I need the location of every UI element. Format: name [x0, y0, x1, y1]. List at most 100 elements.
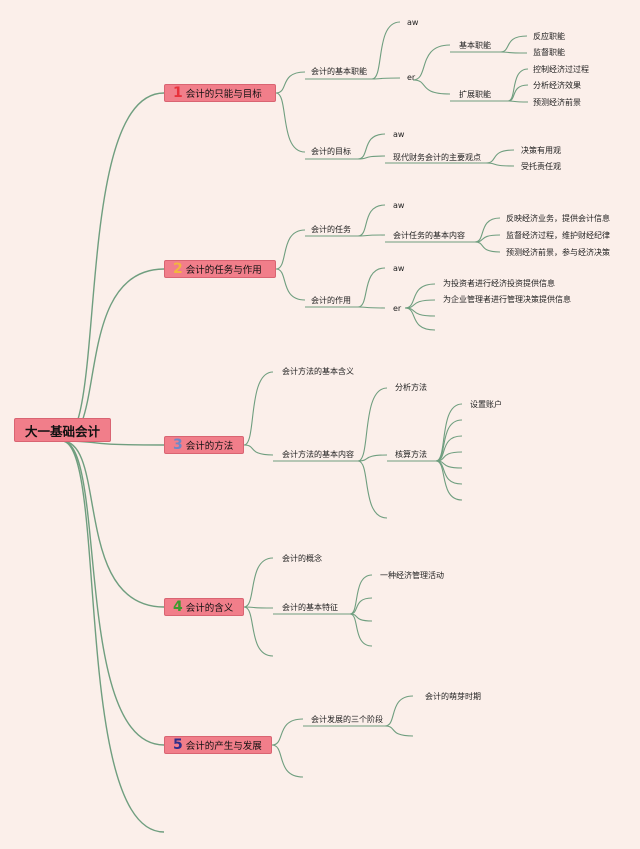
connector: [485, 162, 515, 167]
connector: [499, 35, 528, 53]
connector: [275, 268, 306, 301]
topic-number: 2: [173, 261, 183, 277]
connector: [371, 77, 401, 80]
connector: [412, 44, 451, 81]
node-label[interactable]: aw: [393, 201, 405, 210]
node-label[interactable]: 监督经济过程，维护财经纪律: [506, 231, 610, 240]
connector: [275, 229, 306, 270]
node-label[interactable]: 现代财务会计的主要观点: [393, 153, 481, 162]
node-label[interactable]: 为投资者进行经济投资提供信息: [443, 279, 555, 288]
connector: [404, 307, 436, 331]
connector: [507, 100, 529, 103]
connector: [243, 606, 274, 609]
connector: [349, 574, 373, 615]
topic-number: 5: [173, 737, 183, 753]
connector: [435, 460, 463, 501]
node-label[interactable]: aw: [407, 18, 419, 27]
connector: [349, 597, 373, 615]
connector: [357, 306, 386, 309]
root-node[interactable]: 大一基础会计: [14, 418, 111, 442]
topic-5-node[interactable]: 5 会计的产生与发展: [164, 736, 272, 754]
topic-2-node[interactable]: 2 会计的任务与作用: [164, 260, 276, 278]
node-label[interactable]: 分析方法: [395, 383, 427, 392]
connector: [357, 133, 386, 160]
connector: [357, 267, 386, 308]
connector: [357, 387, 388, 462]
node-label[interactable]: 会计方法的基本内容: [282, 450, 354, 459]
connector: [485, 149, 515, 164]
topic-title: 会计的产生与发展: [185, 741, 262, 752]
topic-number: 3: [173, 437, 183, 453]
node-label[interactable]: 会计的基本职能: [311, 67, 367, 76]
connector: [275, 92, 306, 153]
connector: [474, 234, 501, 243]
connector: [357, 460, 388, 519]
connector: [61, 440, 165, 608]
node-label[interactable]: 会计的萌芽时期: [425, 692, 481, 701]
node-label[interactable]: 会计的概念: [282, 554, 322, 563]
node-label[interactable]: 会计的任务: [311, 225, 351, 234]
node-label[interactable]: 反映经济业务，提供会计信息: [506, 214, 610, 223]
connector: [357, 234, 386, 237]
connector: [357, 204, 386, 237]
node-label[interactable]: 扩展职能: [459, 90, 491, 99]
connector: [507, 68, 529, 102]
connector: [499, 51, 528, 54]
node-label[interactable]: 分析经济效果: [533, 81, 581, 90]
node-label[interactable]: 受托责任观: [521, 162, 561, 171]
topic-number: 4: [173, 599, 183, 615]
node-label[interactable]: 一种经济管理活动: [380, 571, 444, 580]
node-label[interactable]: 设置账户: [470, 400, 502, 409]
node-label[interactable]: aw: [393, 264, 405, 273]
node-label[interactable]: 控制经济过过程: [533, 65, 589, 74]
node-label[interactable]: 会计方法的基本含义: [282, 367, 354, 376]
connector: [371, 21, 401, 80]
node-label[interactable]: er: [407, 73, 416, 82]
connector: [435, 460, 463, 485]
connector: [474, 217, 501, 243]
connector: [275, 71, 306, 94]
topic-4-node[interactable]: 4 会计的含义: [164, 598, 244, 616]
node-label[interactable]: 反应职能: [533, 32, 565, 41]
node-label[interactable]: 预测经济前景，参与经济决策: [506, 248, 610, 257]
node-label[interactable]: 会计的作用: [311, 296, 351, 305]
topic-3-node[interactable]: 3 会计的方法: [164, 436, 244, 454]
connector: [243, 371, 274, 446]
connector: [357, 454, 388, 462]
connector: [349, 613, 373, 647]
node-label[interactable]: 预测经济前景: [533, 98, 581, 107]
topic-number: 1: [173, 85, 183, 101]
connector: [474, 241, 501, 253]
connector: [61, 92, 165, 442]
connector: [243, 444, 274, 456]
node-label[interactable]: 决策有用观: [521, 146, 561, 155]
connector: [243, 557, 274, 608]
node-label[interactable]: 核算方法: [395, 450, 427, 459]
node-label[interactable]: 为企业管理者进行管理决策提供信息: [443, 295, 571, 304]
connector: [412, 79, 451, 95]
node-label[interactable]: 会计的目标: [311, 147, 351, 156]
node-label[interactable]: 会计发展的三个阶段: [311, 715, 383, 724]
connector: [61, 440, 165, 833]
connector: [61, 440, 165, 746]
connector: [404, 283, 436, 309]
connector: [271, 744, 304, 778]
node-label[interactable]: 基本职能: [459, 41, 491, 50]
topic-title: 会计的方法: [185, 441, 234, 452]
topic-1-node[interactable]: 1 会计的只能与目标: [164, 84, 276, 102]
node-label[interactable]: 会计的基本特征: [282, 603, 338, 612]
connector: [384, 725, 414, 737]
connector: [384, 695, 414, 727]
connector: [357, 155, 386, 160]
connector: [243, 606, 274, 657]
topic-title: 会计的只能与目标: [185, 89, 262, 100]
node-label[interactable]: 监督职能: [533, 48, 565, 57]
node-label[interactable]: er: [393, 304, 402, 313]
node-label[interactable]: 会计任务的基本内容: [393, 231, 465, 240]
node-label[interactable]: aw: [393, 130, 405, 139]
connector: [271, 718, 304, 746]
connector: [61, 268, 165, 442]
topic-title: 会计的含义: [185, 603, 234, 614]
